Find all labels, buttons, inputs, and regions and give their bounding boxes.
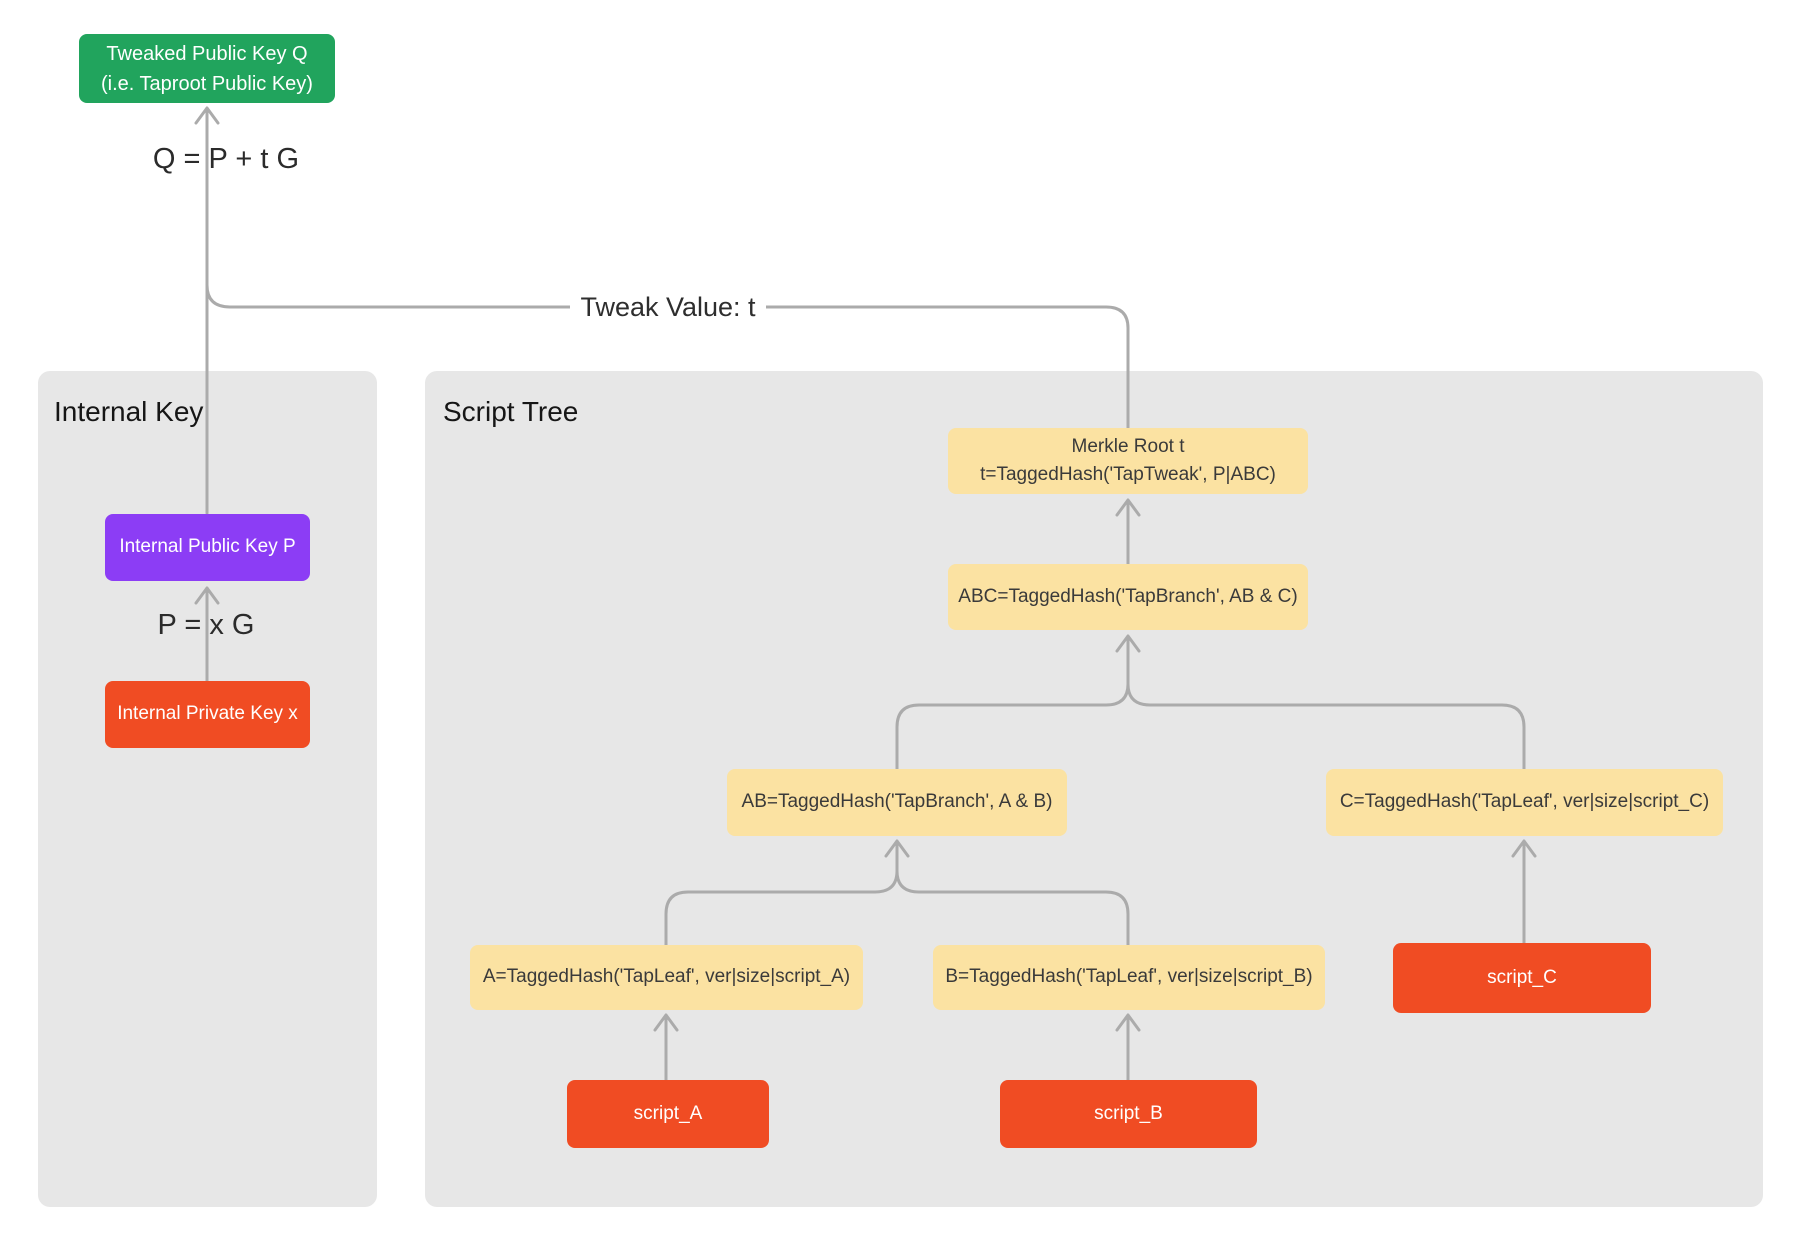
tweaked-public-key-line2: (i.e. Taproot Public Key) [101,72,313,95]
c-hash-box: C=TaggedHash('TapLeaf', ver|size|script_… [1326,769,1723,836]
keygen-formula: P = x G [157,609,255,641]
tweak-formula: Q = P + t G [152,143,300,175]
script-b-box: script_B [1000,1080,1257,1148]
script-a-box: script_A [567,1080,769,1148]
tweaked-public-key-line1: Tweaked Public Key Q [106,42,308,65]
internal-key-panel [38,371,377,1207]
tweaked-public-key-box: Tweaked Public Key Q (i.e. Taproot Publi… [79,34,335,103]
arrowhead-q [194,106,220,125]
script-c-box: script_C [1393,943,1651,1013]
b-hash-box: B=TaggedHash('TapLeaf', ver|size|script_… [933,945,1325,1010]
script-tree-panel-title: Script Tree [443,396,579,427]
tweak-value-label: Tweak Value: t [570,285,766,329]
a-hash-box: A=TaggedHash('TapLeaf', ver|size|script_… [470,945,863,1010]
merkle-root-line1: Merkle Root t [1071,435,1185,457]
abc-hash-box: ABC=TaggedHash('TapBranch', AB & C) [948,564,1308,630]
merkle-root-box: Merkle Root t t=TaggedHash('TapTweak', P… [948,428,1308,494]
merkle-root-line2: t=TaggedHash('TapTweak', P|ABC) [980,464,1276,485]
ab-hash-box: AB=TaggedHash('TapBranch', A & B) [727,769,1067,836]
internal-key-panel-title: Internal Key [54,396,204,427]
internal-public-key-box: Internal Public Key P [105,514,310,581]
internal-private-key-box: Internal Private Key x [105,681,310,748]
